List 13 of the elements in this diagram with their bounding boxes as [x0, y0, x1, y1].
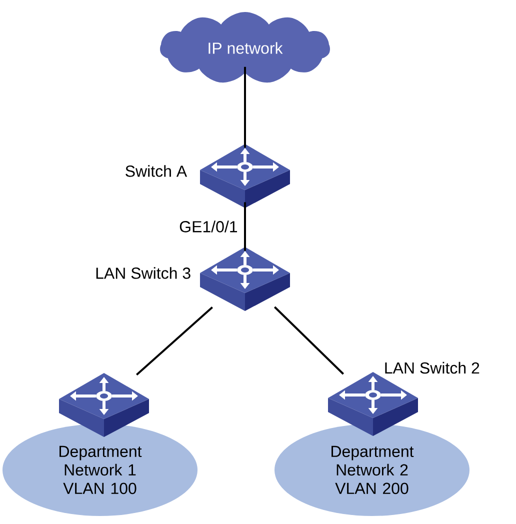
link-line [244, 202, 246, 251]
switch-icon [59, 373, 149, 437]
link-line [244, 66, 246, 148]
device-label: LAN Switch 3 [96, 267, 190, 279]
device-label: Switch A [126, 165, 188, 177]
switch-icon [328, 372, 418, 436]
cloud: IP network [160, 12, 330, 83]
device-label: LAN Switch 2 [385, 362, 480, 374]
link-line [136, 306, 213, 376]
port-label: GE1/0/1 [180, 220, 238, 232]
link-line [274, 306, 344, 375]
switch-icon [200, 247, 290, 311]
switch-icon [200, 144, 290, 208]
